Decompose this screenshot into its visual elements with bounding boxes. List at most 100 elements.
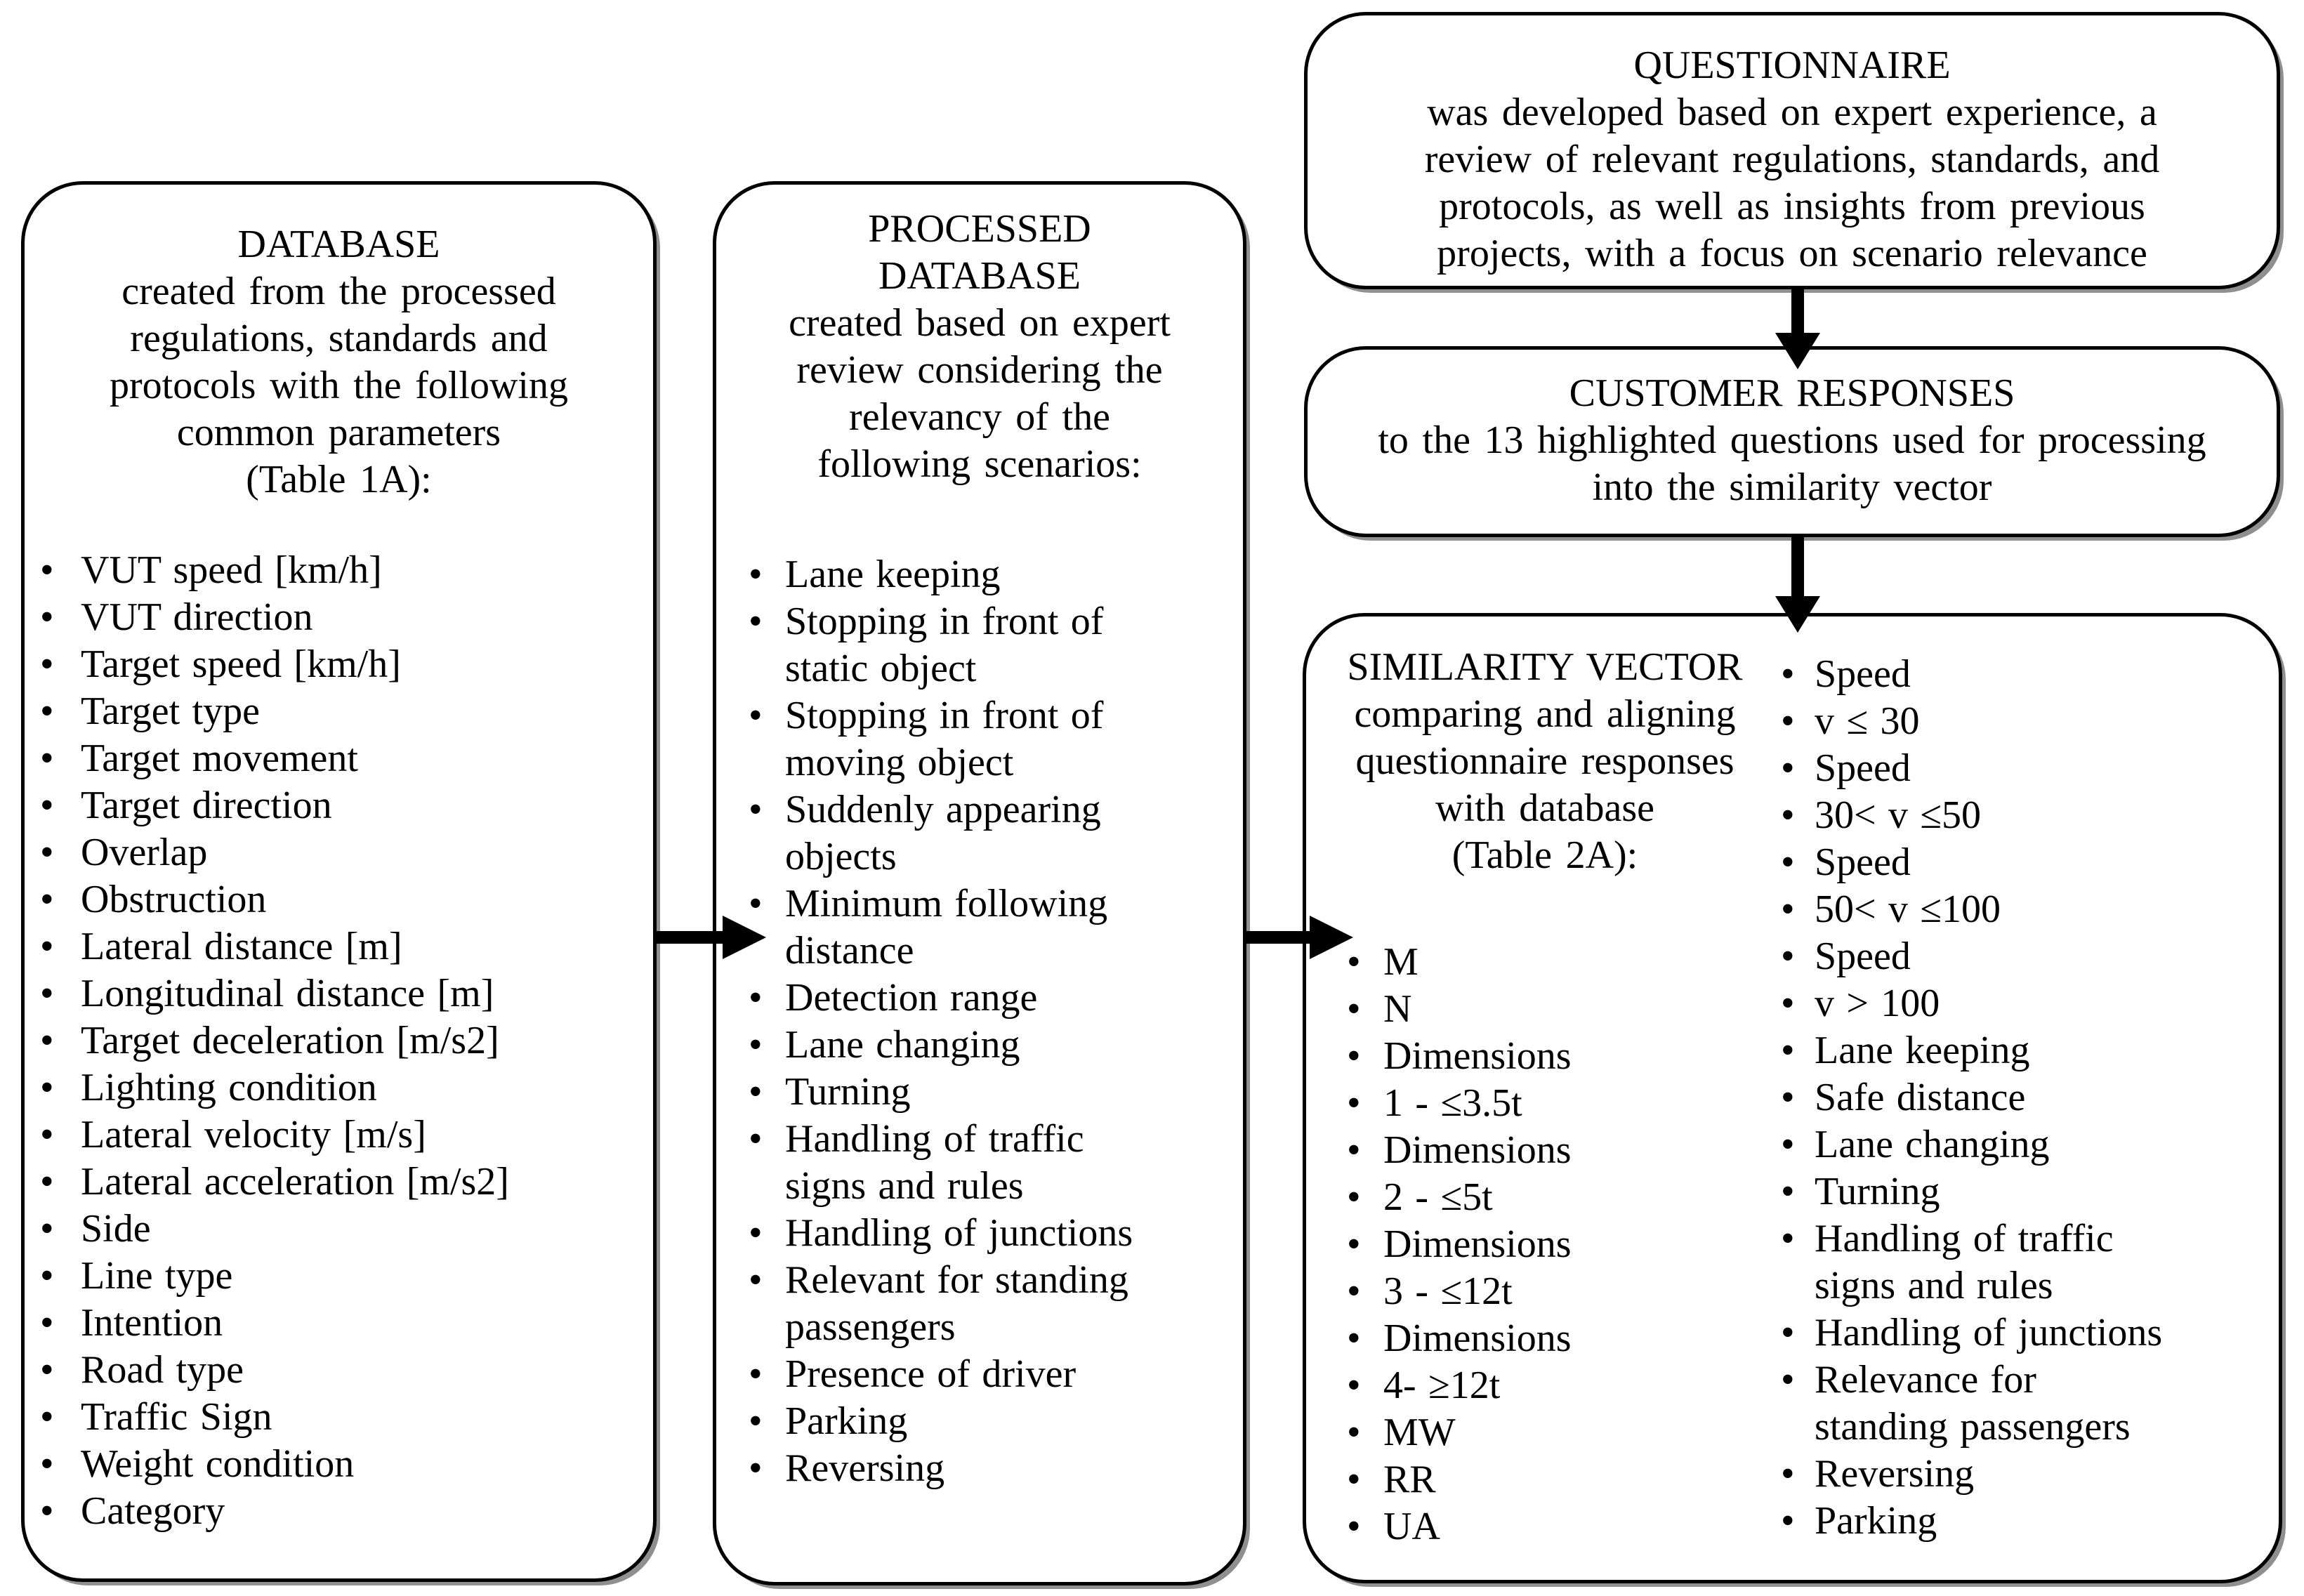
list-item-label: Target type bbox=[81, 690, 260, 733]
bullet-icon: • bbox=[1781, 1452, 1795, 1496]
list-item-label: Parking bbox=[785, 1399, 908, 1443]
list-item-label: Longitudinal distance [m] bbox=[81, 972, 494, 1015]
list-item: • Target deceleration [m/s2] bbox=[40, 1017, 609, 1064]
bullet-icon: • bbox=[1781, 840, 1795, 884]
list-item-label: Lighting condition bbox=[81, 1066, 377, 1109]
list-item-label: Dimensions bbox=[1383, 1034, 1572, 1078]
list-item: • Reversing bbox=[1781, 1451, 2168, 1498]
list-item-label: Target movement bbox=[81, 737, 358, 780]
list-item-label: 30< v ≤50 bbox=[1815, 793, 1982, 837]
list-item-label: Reversing bbox=[785, 1446, 945, 1490]
list-item-label: Turning bbox=[1815, 1170, 1940, 1213]
arrow-database-to-processed bbox=[657, 931, 724, 944]
list-item-label: Overlap bbox=[81, 831, 208, 874]
bullet-icon: • bbox=[1781, 1217, 1795, 1260]
text-line: created from the processed bbox=[121, 270, 556, 313]
list-item: •Dimensions bbox=[1347, 1221, 1740, 1268]
bullet-icon: • bbox=[1347, 1269, 1361, 1313]
list-item-label: Turning bbox=[785, 1070, 911, 1114]
bullet-icon: • bbox=[1347, 1222, 1361, 1266]
list-item: •MW bbox=[1347, 1409, 1740, 1456]
bullet-icon: • bbox=[40, 925, 54, 968]
arrow-right-icon bbox=[723, 916, 766, 959]
list-item: • Lane changing bbox=[1781, 1121, 2168, 1168]
list-item-label: Handling of junctions bbox=[1815, 1311, 2163, 1354]
bullet-icon: • bbox=[1781, 982, 1795, 1025]
text-line: review of relevant regulations, standard… bbox=[1424, 138, 2160, 181]
list-item: •Speed bbox=[1781, 745, 2168, 792]
bullet-icon: • bbox=[749, 1023, 763, 1067]
bullet-icon: • bbox=[40, 831, 54, 874]
list-item-label: 2 - ≤5t bbox=[1383, 1175, 1493, 1219]
bullet-icon: • bbox=[1347, 1175, 1361, 1219]
list-item-label: Reversing bbox=[1815, 1452, 1975, 1496]
text-line: CUSTOMER RESPONSES bbox=[1569, 371, 2015, 415]
list-item: • Reversing bbox=[749, 1445, 1164, 1492]
bullet-icon: • bbox=[749, 788, 763, 831]
list-item: •Lane keeping bbox=[1781, 1027, 2168, 1074]
list-item-label: Target deceleration [m/s2] bbox=[81, 1019, 499, 1062]
list-item: •Obstruction bbox=[40, 876, 609, 923]
list-item-label: Speed bbox=[1815, 746, 1911, 790]
list-item-label: Stopping in front of moving object bbox=[785, 694, 1104, 784]
text-line: SIMILARITY VECTOR bbox=[1347, 645, 1743, 689]
list-item-label: Handling of traffic signs and rules bbox=[785, 1117, 1084, 1208]
list-item: •4- ≥12t bbox=[1347, 1362, 1740, 1409]
bullet-icon: • bbox=[1781, 888, 1795, 931]
bullet-icon: • bbox=[749, 882, 763, 925]
text-line: review considering the bbox=[796, 348, 1163, 392]
similarity-vector-left-list: •M•N•Dimensions•1 - ≤3.5t•Dimensions•2 -… bbox=[1347, 939, 1740, 1550]
text-line: DATABASE bbox=[237, 223, 440, 266]
list-item: •Handling of junctions bbox=[749, 1210, 1164, 1257]
bullet-icon: • bbox=[40, 1301, 54, 1345]
text-line: DATABASE bbox=[878, 254, 1081, 298]
list-item-label: MW bbox=[1383, 1411, 1456, 1454]
arrow-right-icon bbox=[1310, 916, 1353, 959]
list-item-label: VUT direction bbox=[81, 595, 313, 639]
list-item-label: Obstruction bbox=[81, 878, 267, 921]
bullet-icon: • bbox=[1781, 699, 1795, 743]
list-item: •Handling of traffic signs and rules bbox=[1781, 1215, 2168, 1310]
bullet-icon: • bbox=[749, 694, 763, 737]
list-item-label: Lane changing bbox=[785, 1023, 1020, 1067]
text-line: (Table 1A): bbox=[246, 458, 432, 501]
list-item: •3 - ≤12t bbox=[1347, 1268, 1740, 1315]
bullet-icon: • bbox=[40, 690, 54, 733]
processed-scenario-list: •Lane keeping • Stopping in front of stati… bbox=[749, 551, 1164, 1492]
list-item: •Traffic Sign bbox=[40, 1394, 609, 1441]
bullet-icon: • bbox=[1781, 1311, 1795, 1354]
text-line: projects, with a focus on scenario relev… bbox=[1437, 232, 2147, 275]
list-item-label: Stopping in front of static object bbox=[785, 600, 1104, 690]
list-item: •Lighting condition bbox=[40, 1064, 609, 1112]
list-item-label: v ≤ 30 bbox=[1815, 699, 1920, 743]
list-item-label: UA bbox=[1383, 1505, 1440, 1548]
bullet-icon: • bbox=[1781, 1123, 1795, 1166]
list-item-label: 50< v ≤100 bbox=[1815, 888, 2001, 931]
list-item: •Parking bbox=[1781, 1498, 2168, 1545]
database-parameter-list: •VUT speed [km/h] • VUT direction•Target s… bbox=[40, 547, 609, 1535]
list-item-label: RR bbox=[1383, 1458, 1436, 1501]
list-item: •VUT speed [km/h] bbox=[40, 547, 609, 594]
list-item: •RR bbox=[1347, 1456, 1740, 1503]
bullet-icon: • bbox=[40, 1207, 54, 1251]
list-item: •Lane keeping bbox=[749, 551, 1164, 598]
list-item-label: Handling of junctions bbox=[785, 1211, 1133, 1255]
bullet-icon: • bbox=[749, 1446, 763, 1490]
list-item: •Target speed [km/h] bbox=[40, 641, 609, 688]
list-item: • 2 - ≤5t bbox=[1347, 1174, 1740, 1221]
list-item-label: Presence of driver bbox=[785, 1352, 1077, 1396]
bullet-icon: • bbox=[1781, 1029, 1795, 1072]
list-item: • Stopping in front of moving object bbox=[749, 692, 1164, 786]
bullet-icon: • bbox=[40, 1395, 54, 1439]
text-line: was developed based on expert experience… bbox=[1427, 91, 2157, 134]
list-item: • 50< v ≤100 bbox=[1781, 886, 2168, 933]
bullet-icon: • bbox=[40, 1019, 54, 1062]
bullet-icon: • bbox=[40, 1160, 54, 1203]
list-item-label: Dimensions bbox=[1383, 1128, 1572, 1172]
list-item: •M bbox=[1347, 939, 1740, 986]
bullet-icon: • bbox=[1781, 1499, 1795, 1543]
list-item-label: Lane changing bbox=[1815, 1123, 2050, 1166]
